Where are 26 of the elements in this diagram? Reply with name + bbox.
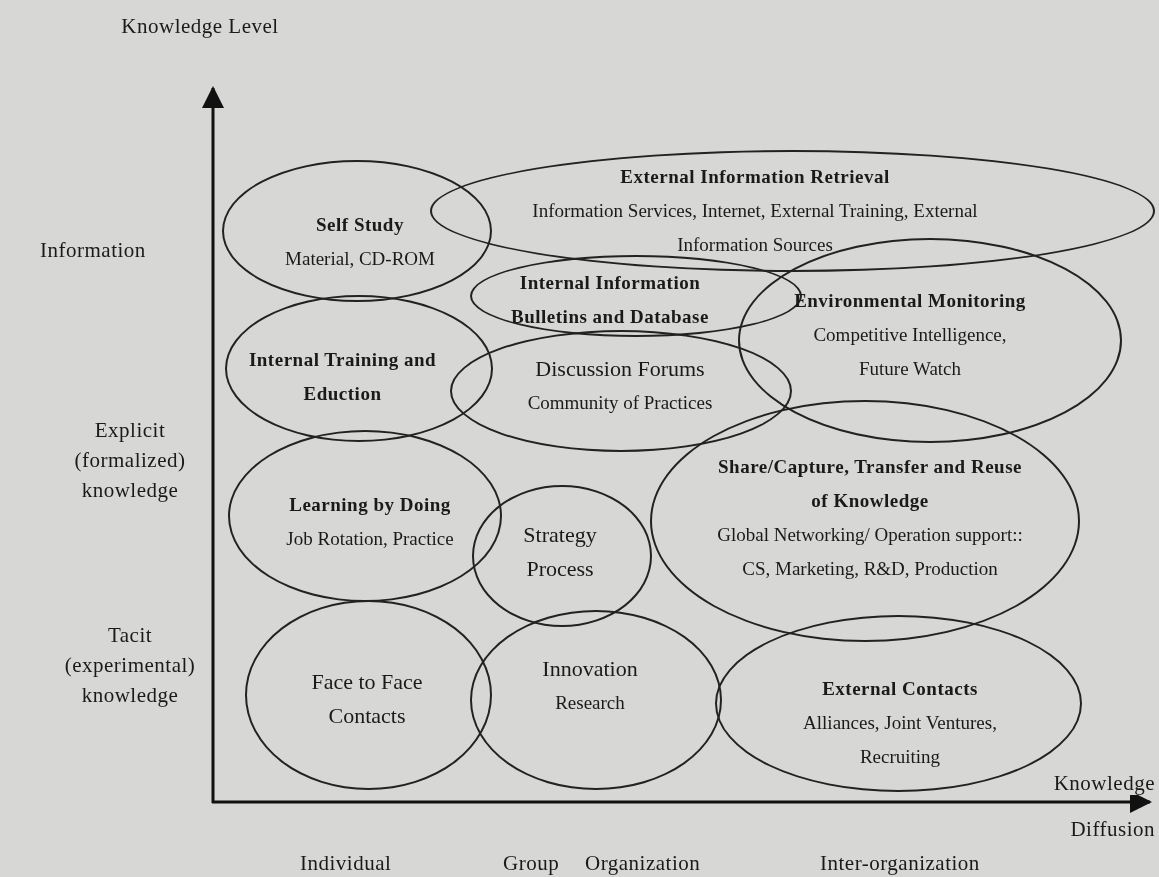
node-text: Innovation: [541, 655, 639, 683]
node-text: Research: [554, 691, 626, 715]
node-text: Global Networking/ Operation support:: CS, Marketing, R&D, Production: [716, 523, 1024, 581]
node-text: Community of Practices: [526, 391, 714, 415]
node-text: Competitive Intelligence, Future Watch: [812, 323, 1008, 381]
ellipse-region: [222, 160, 492, 302]
node-title: Self Study: [315, 213, 405, 237]
node-title: Learning by Doing: [288, 493, 452, 517]
node-title: External Information Retrieval: [619, 165, 891, 189]
ellipse-region: [245, 600, 492, 790]
node-text: Strategy Process: [522, 521, 598, 583]
node-text: Discussion Forums: [534, 355, 706, 383]
node-text: Information Services, Internet, External Training, External Information Sources: [531, 199, 979, 257]
node-text: Alliances, Joint Ventures, Recruiting: [802, 711, 998, 769]
node-title: External Contacts: [821, 677, 979, 701]
node-title: Share/Capture, Transfer and Reuse of Knowledge: [717, 455, 1023, 513]
node-text: Material, CD-ROM: [284, 247, 436, 271]
node-title: Internal Information Bulletins and Database: [510, 271, 710, 329]
ellipse-region: [470, 610, 722, 790]
ellipse-region: [228, 430, 502, 602]
node-text: Job Rotation, Practice: [285, 527, 455, 551]
ellipse-region: [472, 485, 652, 627]
node-title: Internal Training and Eduction: [247, 348, 438, 406]
ellipse-region: [450, 330, 792, 452]
node-text: Face to Face Contacts: [310, 668, 424, 730]
ellipse-region: [225, 295, 493, 442]
